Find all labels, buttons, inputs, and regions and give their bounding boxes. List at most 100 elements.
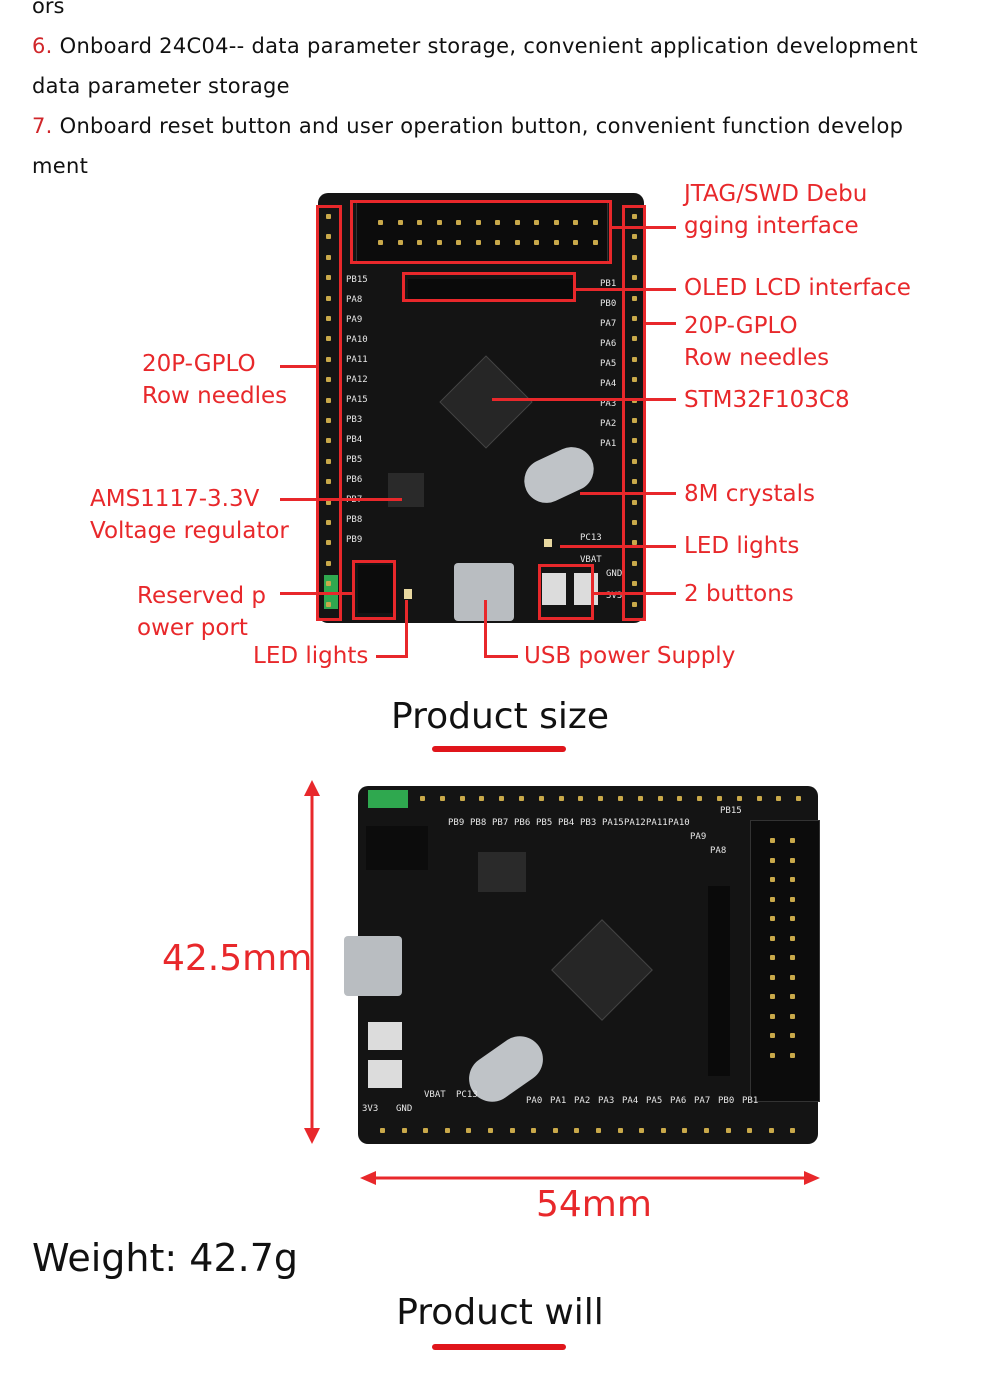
header-pin [514, 220, 520, 225]
height-dimension-arrow [304, 780, 320, 1144]
header-pin [466, 1128, 472, 1133]
callout-line [560, 545, 676, 548]
pin-label: PA8 [710, 846, 727, 856]
callout-line [594, 592, 676, 595]
header-pin [596, 1128, 601, 1133]
callout-line [376, 655, 408, 658]
header-pin [790, 857, 795, 863]
header-pin [573, 240, 578, 245]
callout-line [612, 226, 676, 229]
header-pin [479, 796, 485, 801]
header-pin [326, 397, 331, 403]
header-pin [378, 220, 383, 225]
pin-label: PA6 [670, 1096, 687, 1106]
feature-continuation: data parameter storage [32, 74, 290, 98]
header-pin [499, 796, 505, 801]
pin-label: PA8 [346, 295, 363, 305]
header-pin [326, 540, 331, 546]
heading-underline [432, 1344, 566, 1350]
callout-line [405, 600, 408, 658]
pcb-board-dimension: PB9 PB8 PB7 PB6 PB5 PB4 PB3 PA15 PA12 PA… [344, 786, 820, 1144]
oled-header [708, 886, 730, 1076]
pin-label: PB15 [720, 806, 742, 816]
jtag-header [356, 201, 608, 263]
reset-button [368, 1022, 402, 1050]
pin-label: PA11 [346, 355, 368, 365]
pin-label: PB9 [448, 818, 465, 828]
highlight-oled [402, 272, 576, 302]
header-pin [326, 520, 331, 525]
header-pin [475, 240, 481, 245]
header-pin [770, 955, 775, 960]
header-pin [436, 220, 442, 225]
highlight-jtag [350, 200, 612, 264]
header-pin [632, 377, 637, 383]
callout-regulator: AMS1117-3.3V [90, 486, 260, 512]
pcb-board-front: PB15 PA8 PA9 PA10 PA11 PA12 PA15 PB3 PB4… [318, 193, 644, 623]
callout-gpio-right: 20P-GPLO [684, 313, 798, 339]
header-pin [618, 796, 623, 801]
header-pin [326, 601, 331, 607]
header-pin [770, 838, 775, 843]
reserved-power-header [358, 565, 394, 613]
header-pin [326, 458, 331, 464]
pin-label: PA4 [600, 379, 617, 389]
feature-item-7: 7. Onboard reset button and user operati… [32, 106, 903, 146]
reserved-power-header [366, 826, 428, 870]
header-pin [573, 220, 578, 225]
feature-item-6: 6. Onboard 24C04-- data parameter storag… [32, 26, 918, 66]
header-pin [632, 275, 637, 281]
callout-line [576, 288, 676, 291]
header-pin [326, 560, 331, 566]
callout-usb: USB power Supply [524, 643, 736, 669]
header-pin [790, 1052, 795, 1058]
pin-label: PB15 [346, 275, 368, 285]
header-pin [519, 796, 524, 801]
header-pin [704, 1128, 709, 1133]
header-pin [326, 581, 331, 587]
pin-label: PB4 [558, 818, 575, 828]
pin-label: VBAT [424, 1090, 446, 1100]
header-pin [632, 234, 637, 240]
header-pin [770, 877, 775, 882]
callout-line [280, 498, 402, 501]
pin-label: PB0 [600, 299, 617, 309]
header-pin [380, 1128, 385, 1133]
callout-gpio-right: Row needles [684, 345, 830, 371]
header-pin [326, 316, 331, 321]
header-pin [534, 220, 539, 225]
header-pin [326, 295, 331, 301]
pin-label: PC13 [580, 533, 602, 543]
crystal [517, 439, 601, 511]
header-pin [790, 1013, 795, 1019]
mcu-chip [551, 919, 653, 1021]
header-pin [632, 214, 637, 219]
pin-label: 3V3 [362, 1104, 379, 1114]
header-pin [326, 377, 331, 383]
pin-label: PA6 [600, 339, 617, 349]
header-pin [790, 935, 795, 941]
pin-label: PB1 [742, 1096, 759, 1106]
pin-label: PA2 [600, 419, 617, 429]
header-pin [639, 1128, 645, 1133]
header-pin [598, 796, 604, 801]
header-pin [592, 240, 598, 245]
pin-label: 3V3 [606, 591, 623, 601]
header-pin [768, 1128, 774, 1133]
header-pin [790, 916, 795, 921]
header-pin [475, 220, 481, 225]
regulator [388, 473, 424, 507]
header-pin [717, 796, 722, 801]
header-pin [677, 796, 683, 801]
callout-gpio-left: 20P-GPLO [142, 351, 256, 377]
highlight-power-port [352, 560, 396, 620]
header-pin [790, 838, 795, 843]
header-pin [632, 479, 637, 485]
pin-label: PB0 [718, 1096, 735, 1106]
header-pin [495, 220, 500, 225]
header-pin [509, 1128, 515, 1133]
header-pin [697, 796, 703, 801]
header-pin [796, 796, 802, 801]
pin-label: PA2 [574, 1096, 591, 1106]
callout-line [646, 322, 676, 325]
